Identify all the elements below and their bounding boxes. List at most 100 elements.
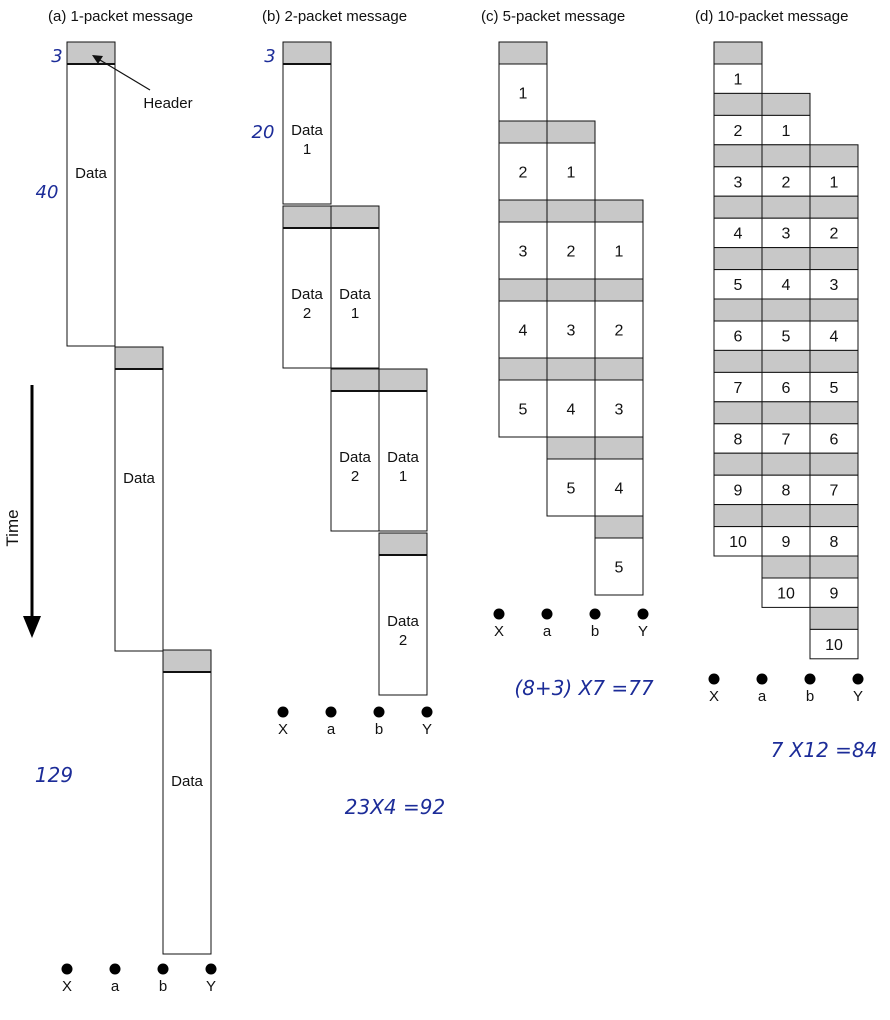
panel-d-header-block: [809, 606, 859, 630]
panel-d-data-block: [809, 269, 859, 300]
panel-a-data-block: [162, 671, 212, 955]
panel-c-packet-number: 1: [567, 164, 576, 181]
panel-d-header-block: [761, 349, 811, 373]
panel-a-node-dot-y: [205, 963, 217, 975]
panel-c-data-block: [498, 63, 548, 122]
panel-d-packet-number: 2: [782, 174, 791, 191]
panel-b-packet-label-line2: 2: [303, 305, 311, 322]
panel-c-header-block: [498, 199, 548, 223]
panel-d-data-block: [761, 269, 811, 300]
panel-c-header-block: [546, 199, 596, 223]
panel-d-data-block: [809, 166, 859, 197]
panel-d-packet-number: 3: [782, 226, 791, 243]
panel-d-node-dot-y: [852, 673, 864, 685]
panel-d-header-block: [809, 349, 859, 373]
panel-d-packet-number: 1: [782, 123, 791, 140]
panel-d-packet-number: 6: [782, 380, 791, 397]
panel-d-node-label-y: Y: [853, 688, 863, 705]
panel-a-node-label-y: Y: [206, 978, 216, 995]
panel-a-data-label: Data: [171, 773, 203, 790]
panel-c-header-block: [546, 357, 596, 381]
panel-b-node-label-x: X: [278, 721, 288, 738]
panel-d-packet-number: 6: [734, 328, 743, 345]
panel-d-header-block: [809, 144, 859, 168]
panel-a-data-label: Data: [123, 470, 155, 487]
panel-d-packet-number: 7: [782, 431, 791, 448]
panel-b-packet-label-line1: Data: [291, 122, 323, 139]
panel-b-node-label-a: a: [327, 721, 336, 738]
panel-c-header-block: [498, 357, 548, 381]
handwritten-a-data-size: 40: [36, 182, 59, 203]
panel-d-header-block: [761, 555, 811, 579]
panel-b-header-block: [282, 205, 332, 229]
panel-a-data-block: [66, 63, 116, 347]
panel-c-packet-number: 3: [615, 401, 624, 418]
panel-c-node-label-b: b: [591, 623, 599, 640]
panel-d-header-block: [713, 401, 763, 425]
time-arrowhead: [23, 616, 41, 638]
panel-c-header-block: [498, 278, 548, 302]
panel-c-packet-number: 3: [567, 322, 576, 339]
panel-d-header-block: [809, 298, 859, 322]
panel-c-data-block: [546, 458, 596, 517]
panel-c-packet-number: 3: [519, 243, 528, 260]
panel-c-header-block: [594, 278, 644, 302]
panel-b-data-block: [330, 390, 380, 532]
panel-c-node-dot-x: [493, 608, 505, 620]
panel-d-header-block: [761, 298, 811, 322]
panel-d-header-block: [761, 401, 811, 425]
panel-b-packet-label-line2: 1: [351, 305, 359, 322]
panel-c-data-block: [594, 379, 644, 438]
panel-c-packet-number: 5: [567, 480, 576, 497]
panel-b-node-dot-y: [421, 706, 433, 718]
panel-c-packet-number: 2: [519, 164, 528, 181]
panel-d-packet-number: 9: [782, 534, 791, 551]
panel-c-data-block: [546, 221, 596, 280]
panel-a-header-block: [66, 41, 116, 65]
panel-d-node-dot-x: [708, 673, 720, 685]
panel-d-data-block: [809, 628, 859, 660]
panel-d-packet-number: 3: [830, 277, 839, 294]
panel-c-data-block: [594, 537, 644, 596]
panel-c-header-block: [546, 436, 596, 460]
panel-b-node-dot-a: [325, 706, 337, 718]
panel-d-packet-number: 8: [734, 431, 743, 448]
panel-c-header-block: [594, 515, 644, 539]
panel-d-data-block: [761, 320, 811, 351]
panel-d-node-dot-a: [756, 673, 768, 685]
header-callout-arrow-line: [99, 59, 151, 91]
panel-d-data-block: [713, 269, 763, 300]
panel-c-data-block: [498, 379, 548, 438]
panel-d-header-block: [713, 452, 763, 476]
panel-d-header-block: [809, 504, 859, 528]
panel-b-header-block: [330, 368, 380, 392]
panel-d-header-block: [761, 144, 811, 168]
panel-b-packet-label-line2: 1: [303, 141, 311, 158]
panel-d-data-block: [761, 114, 811, 146]
panel-c-node-label-a: a: [543, 623, 552, 640]
panel-d-header-block: [809, 401, 859, 425]
panel-d-data-block: [761, 526, 811, 557]
panel-b-packet-label-line1: Data: [387, 613, 419, 630]
panel-b-header-block: [330, 205, 380, 229]
panel-d-packet-number: 5: [782, 328, 791, 345]
panel-d-packet-number: 9: [830, 585, 839, 602]
panel-c-data-block: [594, 221, 644, 280]
panel-b-node-dot-b: [373, 706, 385, 718]
panel-c-data-block: [498, 300, 548, 359]
panel-b-packet-label-line1: Data: [339, 286, 371, 303]
panel-d-header-block: [761, 452, 811, 476]
panel-b-packet-label-line1: Data: [339, 449, 371, 466]
panel-d-packet-number: 1: [734, 71, 743, 88]
panel-d-data-block: [809, 526, 859, 557]
panel-d-header-block: [713, 247, 763, 271]
panel-d-packet-number: 4: [734, 226, 743, 243]
handwritten-b-header-size: 3: [264, 46, 275, 67]
panel-d-header-block: [809, 452, 859, 476]
panel-a-node-dot-b: [157, 963, 169, 975]
panel-d-packet-number: 10: [825, 637, 843, 654]
panel-b-data-block: [330, 227, 380, 369]
panel-a-header-block: [114, 346, 164, 370]
panel-a-header-block: [162, 649, 212, 673]
